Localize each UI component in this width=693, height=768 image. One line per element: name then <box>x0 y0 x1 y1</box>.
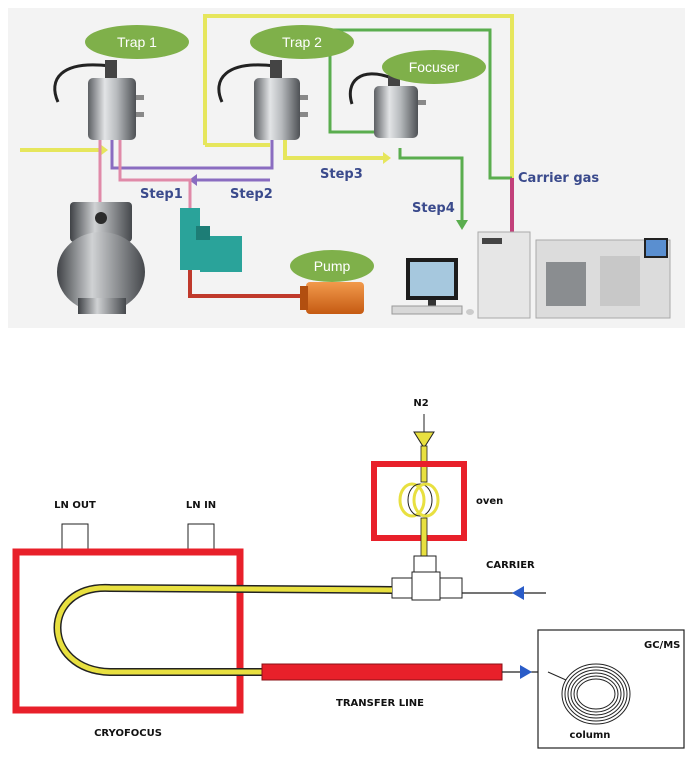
ln-in-port <box>187 523 215 553</box>
tee-fitting-icon <box>391 555 463 601</box>
oven-label: oven <box>476 496 503 507</box>
green-step4-arrow <box>456 220 468 230</box>
oven-coil-icon <box>398 482 440 518</box>
ln-out-port <box>61 523 89 553</box>
step3-label: Step3 <box>320 167 363 182</box>
canister-tank-icon <box>57 202 145 314</box>
yellow-inlet-arrow <box>100 144 108 156</box>
pump-badge: Pump <box>290 250 374 282</box>
green-step4-line <box>398 148 464 222</box>
yellow-step3-arrow <box>383 152 391 164</box>
focuser-badge: Focuser <box>382 50 486 84</box>
n2-inlet-arrow <box>413 431 435 449</box>
gcms-box <box>537 629 685 749</box>
ln-out-label: LN OUT <box>54 500 96 511</box>
computer-icon <box>391 258 474 315</box>
step1-label: Step1 <box>140 187 183 202</box>
trap2-badge: Trap 2 <box>250 25 354 59</box>
yellow-outer-loop <box>203 14 514 232</box>
pump-label: Pump <box>314 258 351 274</box>
carrier-label: CARRIER <box>486 560 535 571</box>
gcms-label: GC/MS <box>644 640 680 651</box>
red-pump-line <box>188 270 306 298</box>
purple-step2-line <box>110 140 274 170</box>
ln-in-label: LN IN <box>186 500 216 511</box>
focuser-label: Focuser <box>409 59 460 75</box>
n2-label: N2 <box>413 398 428 409</box>
transfer-line-tube <box>261 663 503 681</box>
carrier-arrow <box>512 586 524 600</box>
green-trap2-focuser-line <box>328 52 380 134</box>
trap1-label: Trap 1 <box>117 34 157 50</box>
yellow-step3-path <box>283 140 385 160</box>
mfc-device-icon <box>180 208 242 272</box>
cryofocus-loop-line <box>53 583 393 676</box>
column-coil-icon <box>547 663 631 725</box>
purple-step1-arrow <box>189 174 197 186</box>
cryofocus-box <box>12 548 244 714</box>
pump-device-icon <box>300 282 364 314</box>
carrier-gas-label: Carrier gas <box>518 171 599 186</box>
trap1-device-icon <box>53 60 144 140</box>
pink-mfc-line <box>118 140 192 208</box>
cryofocus-label: CRYOFOCUS <box>94 728 162 739</box>
focuser-device-icon <box>348 72 426 138</box>
trap2-device-icon <box>217 60 308 140</box>
transfer-line-label: TRANSFER LINE <box>336 698 424 709</box>
trap1-badge: Trap 1 <box>85 25 189 59</box>
step4-label: Step4 <box>412 201 455 216</box>
column-label: column <box>570 730 611 741</box>
oven-box <box>371 461 467 541</box>
transfer-arrow <box>520 665 532 679</box>
step2-label: Step2 <box>230 187 273 202</box>
gc-ms-instrument-icon <box>477 231 671 319</box>
trap2-label: Trap 2 <box>282 34 322 50</box>
green-carrier-line <box>297 28 512 180</box>
